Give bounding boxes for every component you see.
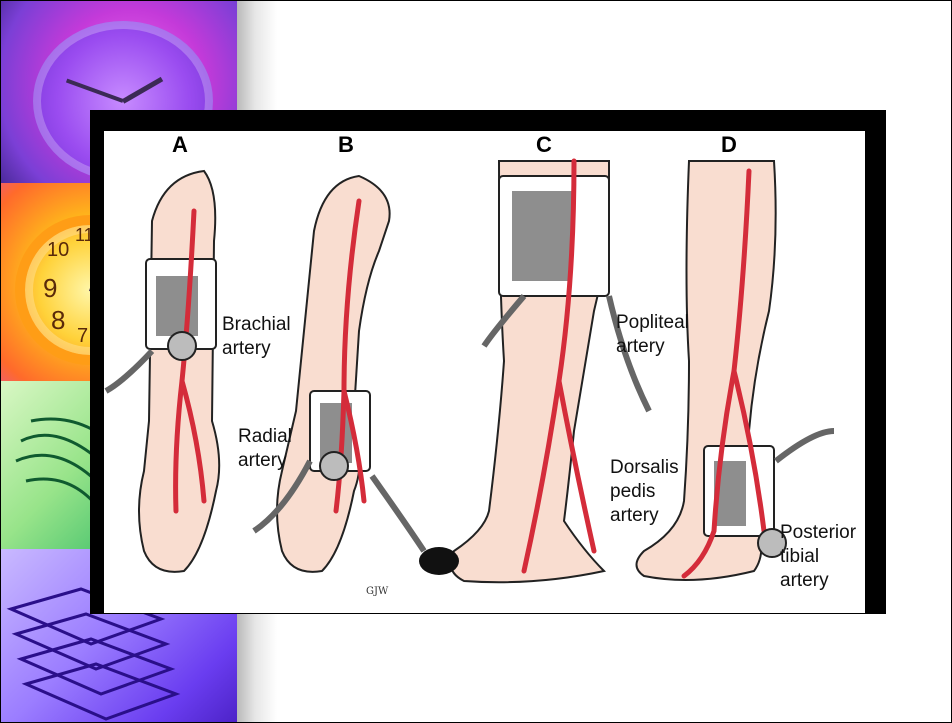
label-dorsalis-pedis-artery: Dorsalis pedis artery <box>610 456 679 527</box>
tube-b2 <box>372 476 424 551</box>
panel-letter-a: A <box>172 132 188 158</box>
tube-a <box>106 351 152 391</box>
cuff-c-fill <box>512 191 572 281</box>
clock-number: 10 <box>47 239 69 262</box>
limbs-drawing <box>104 131 865 613</box>
arm-a <box>139 171 219 572</box>
clock-number: 8 <box>51 305 65 336</box>
illustrator-signature: GJW <box>366 586 388 597</box>
label-posterior-tibial-artery: Posterior tibial artery <box>780 521 856 592</box>
label-radial-artery: Radial artery <box>238 425 292 473</box>
inflation-bulb-icon <box>419 547 459 575</box>
panel-letter-c: C <box>536 132 552 158</box>
arm-b <box>277 176 390 572</box>
stethoscope-b <box>320 452 348 480</box>
illustration-frame: A B C D Brachial artery Radial artery Po… <box>90 110 886 614</box>
clock-number: 7 <box>77 325 88 348</box>
panel-letter-d: D <box>721 132 737 158</box>
label-popliteal-artery: Popliteal artery <box>616 311 689 359</box>
clock-number: 9 <box>43 273 57 304</box>
panel-letter-b: B <box>338 132 354 158</box>
stethoscope-a <box>168 332 196 360</box>
label-brachial-artery: Brachial artery <box>222 313 291 361</box>
pulse-sites-illustration: A B C D Brachial artery Radial artery Po… <box>104 131 865 613</box>
tube-d <box>776 431 834 461</box>
